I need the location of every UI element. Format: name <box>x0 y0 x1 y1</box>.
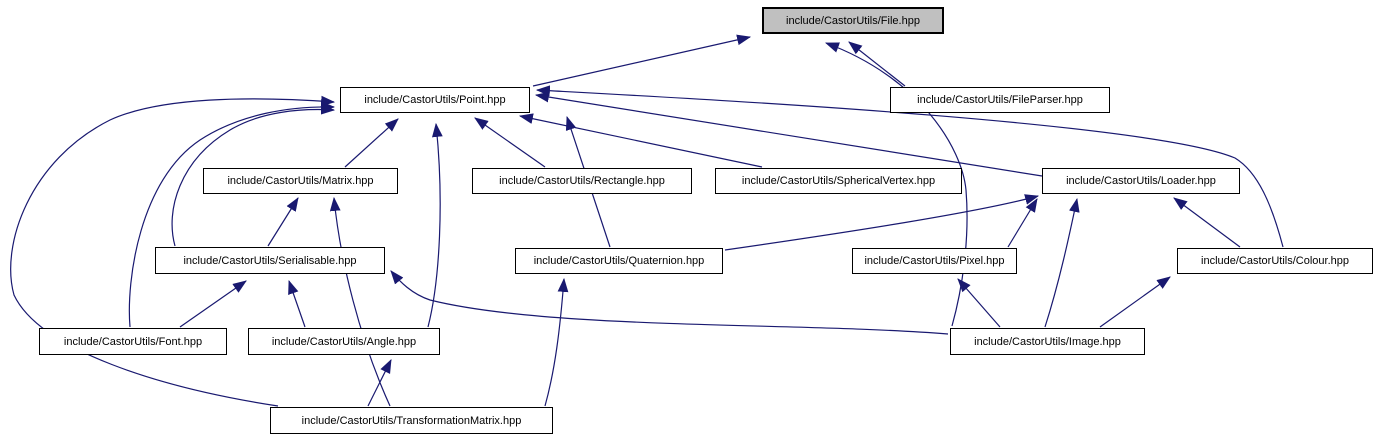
edge-colour-to-loader <box>1173 197 1241 248</box>
node-angle[interactable]: include/CastorUtils/Angle.hpp <box>248 328 440 355</box>
edge-matrix-to-point <box>344 118 399 168</box>
node-fileparser[interactable]: include/CastorUtils/FileParser.hpp <box>890 87 1110 113</box>
edge-image-to-colour <box>1099 276 1171 328</box>
edge-image-to-pixel <box>957 278 1001 328</box>
node-quaternion[interactable]: include/CastorUtils/Quaternion.hpp <box>515 248 723 274</box>
edge-tm-to-quaternion <box>544 277 569 407</box>
edge-colour-to-point <box>535 85 1284 248</box>
edge-serialisable-to-matrix <box>267 197 299 247</box>
edge-font-to-point <box>128 101 336 328</box>
node-serialisable[interactable]: include/CastorUtils/Serialisable.hpp <box>155 247 385 274</box>
node-sphericalvertex[interactable]: include/CastorUtils/SphericalVertex.hpp <box>715 168 962 194</box>
node-rectangle[interactable]: include/CastorUtils/Rectangle.hpp <box>472 168 692 194</box>
edge-pixel-to-loader <box>1007 198 1038 248</box>
edge-fileparser-to-file <box>848 41 906 87</box>
node-colour[interactable]: include/CastorUtils/Colour.hpp <box>1177 248 1373 274</box>
node-image[interactable]: include/CastorUtils/Image.hpp <box>950 328 1145 355</box>
edge-font-to-serialisable <box>179 280 247 328</box>
edge-point-to-file <box>532 34 752 87</box>
node-point[interactable]: include/CastorUtils/Point.hpp <box>340 87 530 113</box>
node-font[interactable]: include/CastorUtils/Font.hpp <box>39 328 227 355</box>
edge-angle-to-serialisable <box>288 279 306 328</box>
edge-tm-to-point <box>10 95 336 407</box>
edge-rectangle-to-point <box>474 117 546 168</box>
node-pixel[interactable]: include/CastorUtils/Pixel.hpp <box>852 248 1017 274</box>
edge-quaternion-to-loader <box>724 194 1040 251</box>
node-loader[interactable]: include/CastorUtils/Loader.hpp <box>1042 168 1240 194</box>
edge-serialisable-to-point <box>171 103 336 247</box>
edge-loader-to-point <box>534 91 1043 177</box>
edge-sphericalvertex-to-point <box>518 113 763 168</box>
edge-image-to-serialisable <box>390 270 949 335</box>
edge-image-to-loader <box>1044 197 1080 328</box>
node-file: include/CastorUtils/File.hpp <box>762 7 944 34</box>
edge-tm-to-angle <box>367 359 392 407</box>
edge-angle-to-point <box>427 122 443 328</box>
node-tm[interactable]: include/CastorUtils/TransformationMatrix… <box>270 407 553 434</box>
edge-tm-to-matrix <box>329 196 391 407</box>
node-matrix[interactable]: include/CastorUtils/Matrix.hpp <box>203 168 398 194</box>
